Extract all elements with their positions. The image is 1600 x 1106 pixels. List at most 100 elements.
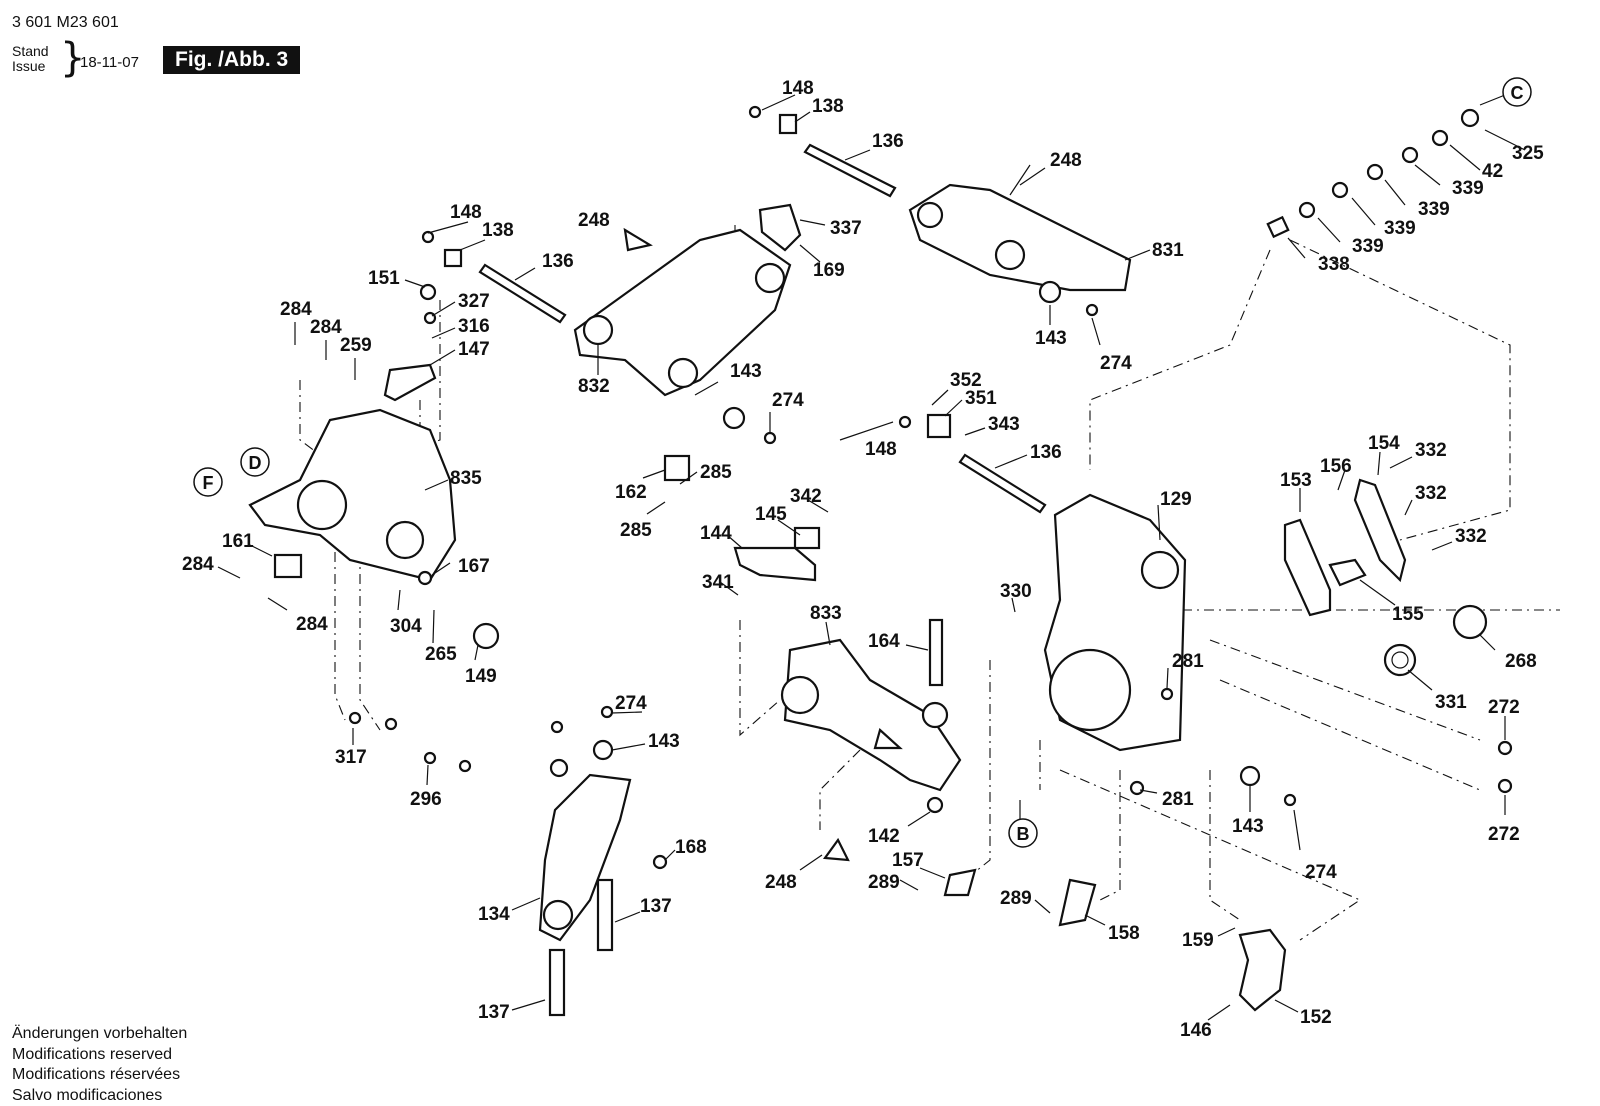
part-number-351: 351 [965,388,997,409]
part-number-268: 268 [1505,651,1537,672]
part-number-337: 337 [830,218,862,239]
part-number-248: 248 [578,210,610,231]
part-number-272: 272 [1488,697,1520,718]
part-number-332: 332 [1415,483,1447,504]
part-number-317: 317 [335,747,367,768]
part-number-342: 342 [790,486,822,507]
part-number-143: 143 [1035,328,1067,349]
part-number-151: 151 [368,268,400,289]
part-number-168: 168 [675,837,707,858]
part-number-285: 285 [620,520,652,541]
part-number-304: 304 [390,616,422,637]
part-number-281: 281 [1172,651,1204,672]
part-number-167: 167 [458,556,490,577]
part-number-136: 136 [1030,442,1062,463]
part-number-136: 136 [542,251,574,272]
part-number-148: 148 [865,439,897,460]
part-number-155: 155 [1392,604,1424,625]
part-number-831: 831 [1152,240,1184,261]
part-number-284: 284 [182,554,214,575]
part-number-343: 343 [988,414,1020,435]
part-number-162: 162 [615,482,647,503]
callout-f-label: F [203,473,214,493]
part-number-330: 330 [1000,581,1032,602]
part-number-42: 42 [1482,161,1503,182]
part-number-325: 325 [1512,143,1544,164]
callout-c-label: C [1511,83,1524,103]
part-number-137: 137 [478,1002,510,1023]
triangle-arrow-icon [625,230,650,250]
part-number-285: 285 [700,462,732,483]
part-number-143: 143 [730,361,762,382]
part-number-145: 145 [755,504,787,525]
part-number-332: 332 [1455,526,1487,547]
part-number-274: 274 [1100,353,1132,374]
part-number-272: 272 [1488,824,1520,845]
part-number-148: 148 [782,78,814,99]
part-number-833: 833 [810,603,842,624]
part-number-159: 159 [1182,930,1214,951]
part-number-148: 148 [450,202,482,223]
part-number-146: 146 [1180,1020,1212,1041]
part-number-339: 339 [1352,236,1384,257]
part-number-248: 248 [765,872,797,893]
note-french: Modifications réservées [12,1065,187,1086]
note-german: Änderungen vorbehalten [12,1024,187,1045]
part-number-153: 153 [1280,470,1312,491]
part-number-289: 289 [1000,888,1032,909]
part-number-164: 164 [868,631,900,652]
callout-b-label: B [1017,824,1030,844]
part-number-134: 134 [478,904,510,925]
part-number-316: 316 [458,316,490,337]
part-number-281: 281 [1162,789,1194,810]
part-number-339: 339 [1384,218,1416,239]
part-number-332: 332 [1415,440,1447,461]
part-number-331: 331 [1435,692,1467,713]
part-number-136: 136 [872,131,904,152]
part-number-169: 169 [813,260,845,281]
part-number-154: 154 [1368,433,1400,454]
part-number-259: 259 [340,335,372,356]
part-number-138: 138 [812,96,844,117]
part-number-284: 284 [280,299,312,320]
part-number-832: 832 [578,376,610,397]
part-number-339: 339 [1452,178,1484,199]
part-number-147: 147 [458,339,490,360]
callout-d-label: D [249,453,262,473]
callout-c: C [1503,78,1531,106]
part-number-143: 143 [1232,816,1264,837]
part-number-161: 161 [222,531,254,552]
modification-notes: Änderungen vorbehalten Modifications res… [12,1024,187,1106]
callout-d: D [241,448,269,476]
part-number-152: 152 [1300,1007,1332,1028]
part-number-144: 144 [700,523,732,544]
part-number-149: 149 [465,666,497,687]
part-number-284: 284 [296,614,328,635]
part-number-142: 142 [868,826,900,847]
part-number-138: 138 [482,220,514,241]
part-number-274: 274 [615,693,647,714]
part-number-274: 274 [1305,862,1337,883]
note-english: Modifications reserved [12,1045,187,1066]
note-spanish: Salvo modificaciones [12,1086,187,1106]
callout-f: F [194,468,222,496]
callout-b: B [1009,819,1037,847]
part-number-338: 338 [1318,254,1350,275]
part-number-156: 156 [1320,456,1352,477]
part-number-341: 341 [702,572,734,593]
part-number-289: 289 [868,872,900,893]
part-number-835: 835 [450,468,482,489]
part-number-158: 158 [1108,923,1140,944]
part-number-157: 157 [892,850,924,871]
part-number-137: 137 [640,896,672,917]
part-number-143: 143 [648,731,680,752]
part-number-129: 129 [1160,489,1192,510]
part-number-274: 274 [772,390,804,411]
part-number-327: 327 [458,291,490,312]
part-number-284: 284 [310,317,342,338]
triangle-arrow-icon [825,840,848,860]
part-number-296: 296 [410,789,442,810]
part-number-248: 248 [1050,150,1082,171]
